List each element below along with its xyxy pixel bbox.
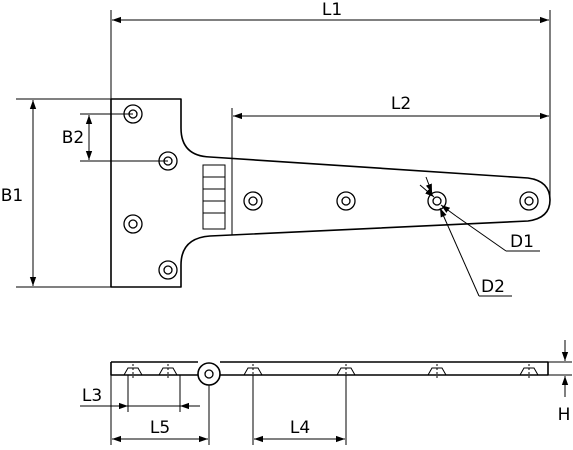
l3-label: L3 xyxy=(82,386,102,406)
d1-leader xyxy=(455,215,507,252)
l1-label: L1 xyxy=(322,0,342,20)
d1-label: D1 xyxy=(510,232,534,252)
countersunk-hole xyxy=(519,191,539,211)
countersink-mark xyxy=(427,364,447,379)
knuckle-block xyxy=(202,164,226,230)
d2-leader xyxy=(439,207,480,297)
h-label: H xyxy=(558,405,571,425)
d2-label: D2 xyxy=(481,277,505,297)
hinge-outline xyxy=(110,98,551,288)
side-bar-right xyxy=(220,361,549,376)
countersunk-hole xyxy=(243,191,263,211)
l4-label: L4 xyxy=(290,418,310,438)
b1-label: B1 xyxy=(1,186,23,206)
side-view: L3 L5 L4 H xyxy=(80,340,572,445)
l2-label: L2 xyxy=(391,94,411,114)
l5-label: L5 xyxy=(150,418,170,438)
b2-label: B2 xyxy=(62,128,84,148)
top-view: L1 L2 B1 B2 D1 D2 xyxy=(1,0,551,297)
countersunk-hole xyxy=(336,191,356,211)
countersunk-hole xyxy=(158,260,178,280)
knuckle-pin xyxy=(197,362,221,386)
countersink-mark xyxy=(158,364,178,379)
countersunk-hole xyxy=(427,191,447,211)
countersunk-hole xyxy=(123,214,143,234)
side-bar-left xyxy=(110,361,198,376)
countersink-mark xyxy=(123,364,143,379)
countersink-mark xyxy=(519,364,539,379)
